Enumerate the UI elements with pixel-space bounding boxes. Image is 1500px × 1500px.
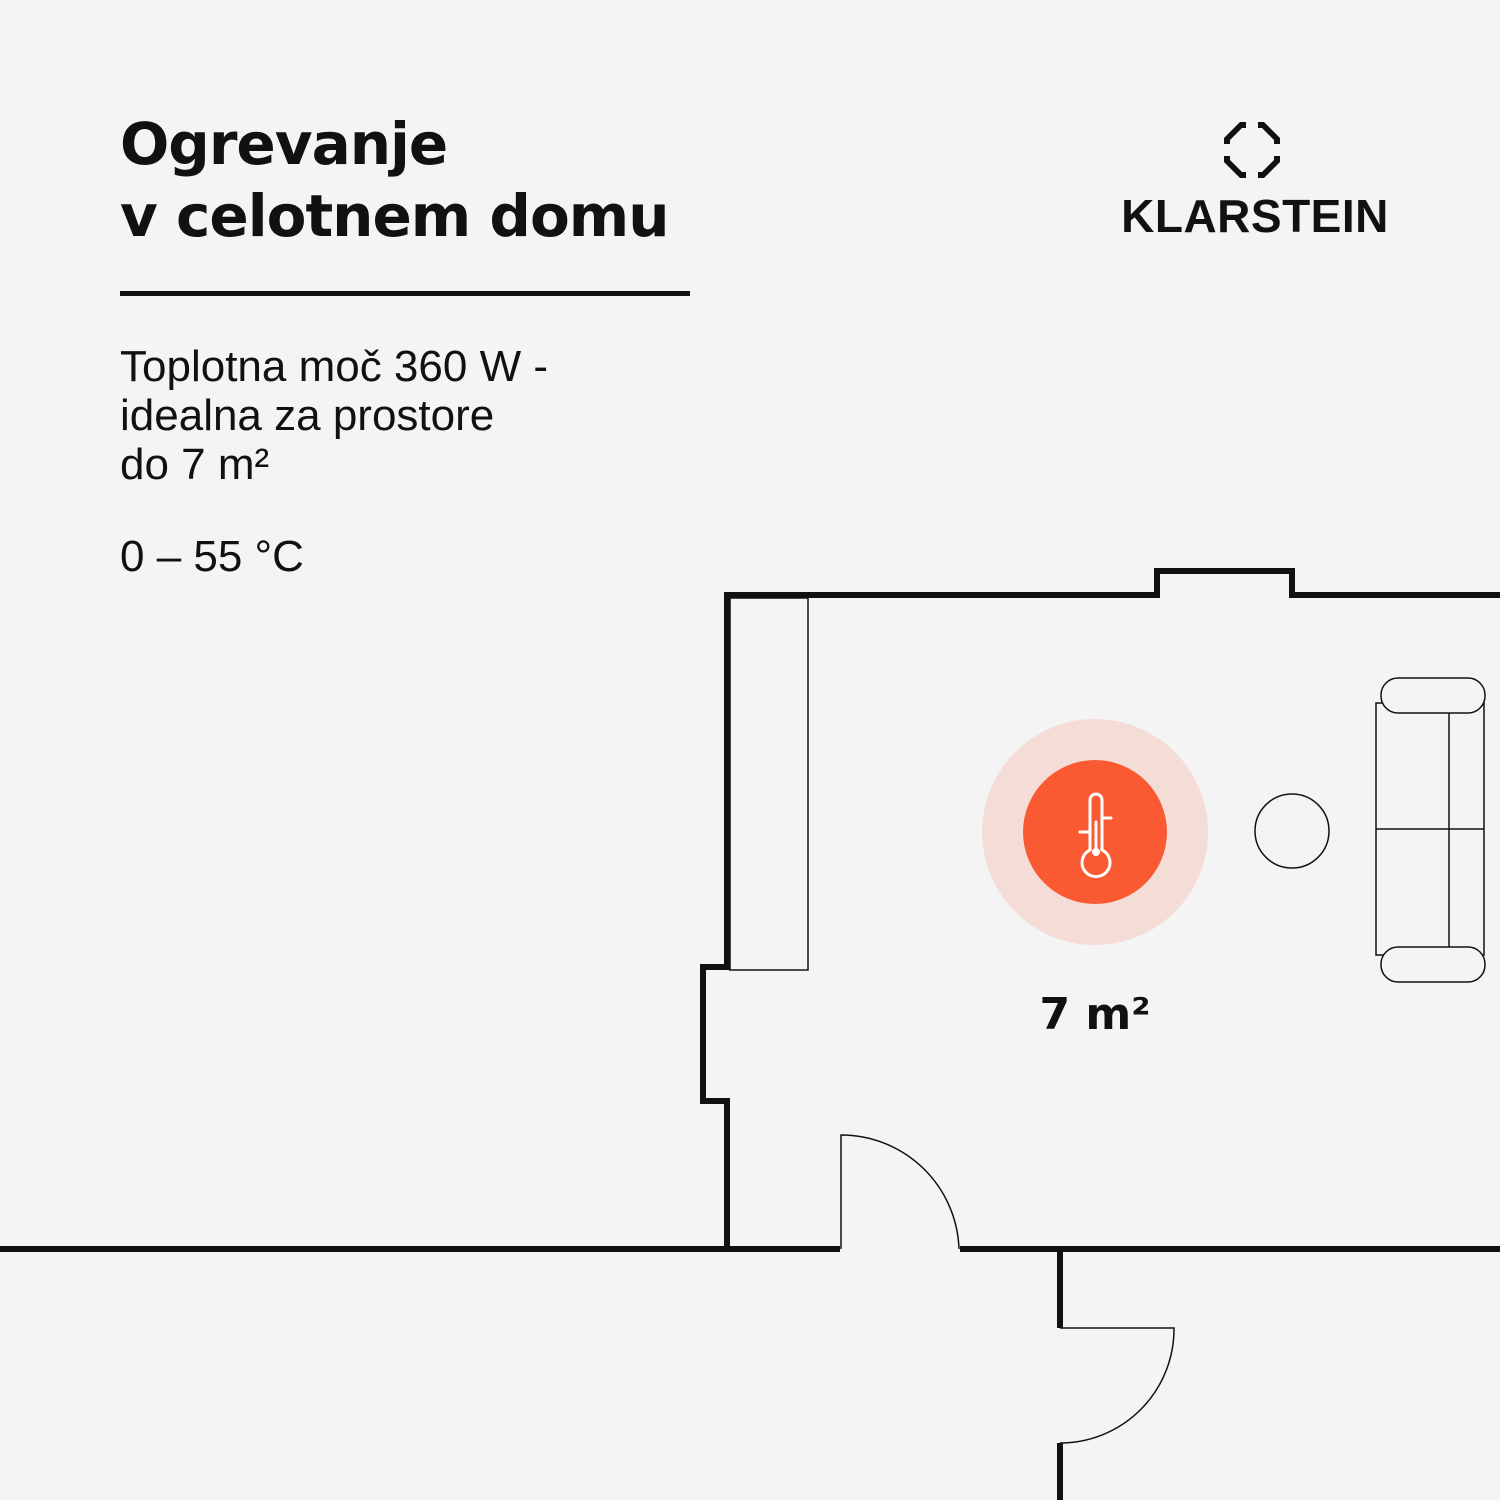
room-area-label: 7 m² bbox=[1039, 989, 1151, 1040]
heating-power-description: Toplotna moč 360 W - idealna za prostore… bbox=[120, 342, 548, 489]
floor-plan-table bbox=[1254, 793, 1330, 869]
floor-plan-cabinet bbox=[729, 597, 809, 971]
description-line-3: do 7 m² bbox=[120, 440, 270, 489]
brand-logo-mark-icon bbox=[1220, 118, 1284, 182]
floor-plan-sofa bbox=[1375, 677, 1486, 983]
headline-line-1: Ogrevanje bbox=[120, 110, 448, 178]
thermometer-icon bbox=[1078, 792, 1113, 879]
floor-plan-door-swing-main bbox=[840, 1134, 960, 1250]
floor-plan-door-swing-hall bbox=[1059, 1327, 1175, 1444]
temperature-range: 0 – 55 °C bbox=[120, 532, 304, 581]
brand-logo: KLARSTEIN bbox=[1120, 118, 1390, 248]
floor-plan-room-wall bbox=[700, 568, 1500, 1249]
description-line-1: Toplotna moč 360 W - bbox=[120, 342, 548, 391]
headline: Ogrevanje v celotnem domu bbox=[120, 108, 670, 252]
brand-logo-text: KLARSTEIN bbox=[1121, 190, 1389, 242]
headline-line-2: v celotnem domu bbox=[120, 182, 670, 250]
description-line-2: idealna za prostore bbox=[120, 391, 495, 440]
headline-divider bbox=[120, 291, 690, 296]
